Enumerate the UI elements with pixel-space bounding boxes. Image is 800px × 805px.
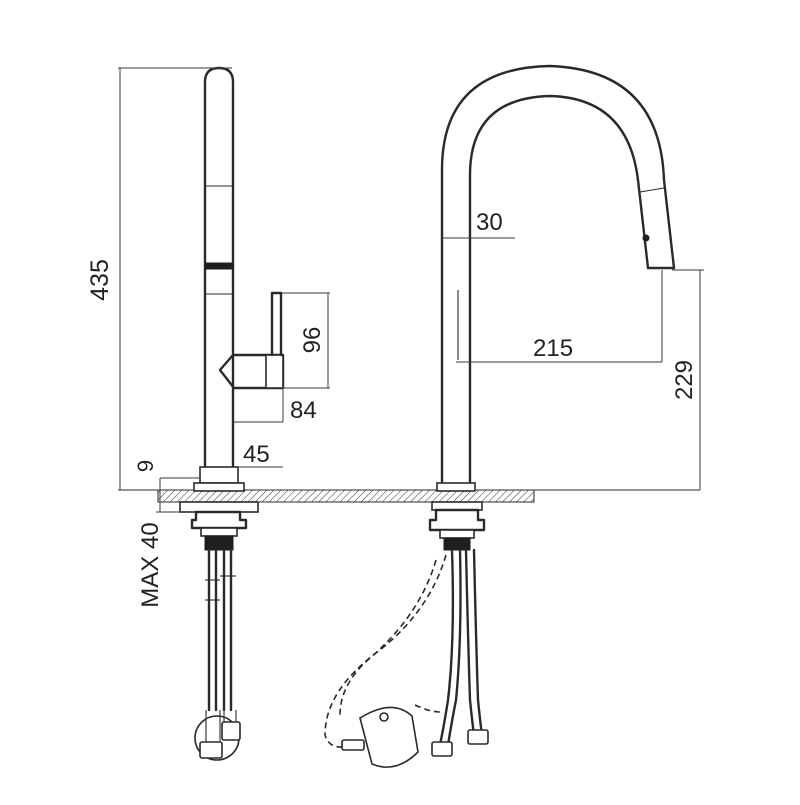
dim-label-spout-height: 229 <box>671 360 698 400</box>
dimension-lines <box>118 67 704 513</box>
dim-label-height-total: 435 <box>86 259 114 301</box>
dim-label-deck-thickness: 9 <box>133 460 158 472</box>
dim-label-spout-diameter: 30 <box>476 209 503 236</box>
dim-label-handle-length: 84 <box>290 397 317 424</box>
faucet-front-view <box>324 64 676 768</box>
dim-label-spout-reach: 215 <box>533 335 573 362</box>
dim-label-max-deck: MAX 40 <box>137 522 164 607</box>
dim-label-base-diameter: 45 <box>243 441 270 468</box>
faucet-side-view <box>179 66 285 761</box>
dim-label-handle-height: 96 <box>299 327 326 354</box>
